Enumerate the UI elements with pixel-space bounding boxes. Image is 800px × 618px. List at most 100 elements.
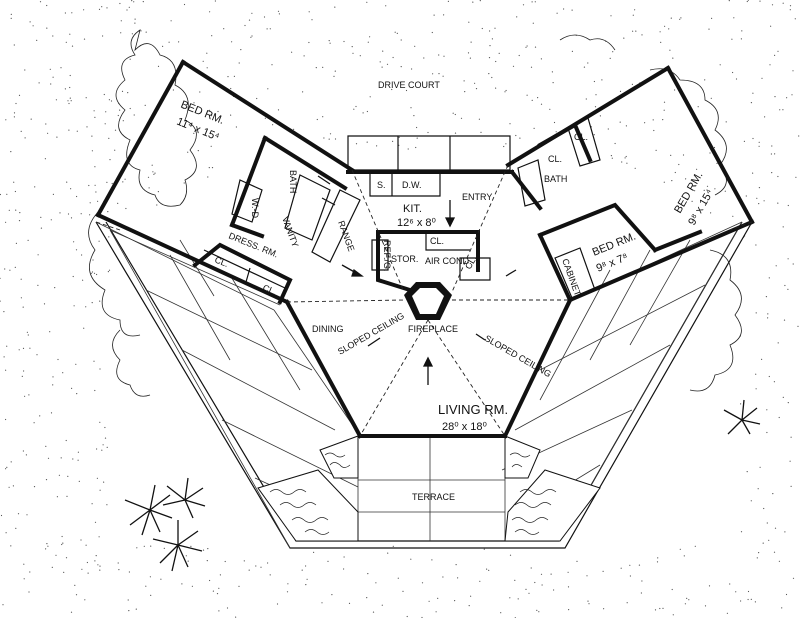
stipple-dot bbox=[46, 4, 48, 7]
stipple-dot bbox=[5, 532, 7, 534]
stipple-dot bbox=[386, 63, 389, 65]
direction-arrows bbox=[341, 200, 517, 385]
stipple-dot bbox=[792, 577, 795, 579]
stipple-dot bbox=[331, 594, 333, 596]
stipple-dot bbox=[94, 521, 97, 523]
stipple-dot bbox=[369, 96, 371, 98]
stipple-dot bbox=[629, 564, 631, 566]
sloped-ceiling-left: SLOPED CEILING bbox=[336, 311, 406, 357]
stipple-dot bbox=[81, 254, 83, 256]
stipple-dot bbox=[778, 560, 781, 562]
stipple-dot bbox=[732, 215, 734, 217]
stipple-dot bbox=[728, 0, 730, 2]
stipple-dot bbox=[160, 578, 162, 580]
stipple-dot bbox=[781, 607, 783, 609]
stipple-dot bbox=[67, 475, 69, 477]
stipple-dot bbox=[58, 474, 61, 476]
entry-label: ENTRY bbox=[462, 192, 492, 202]
stipple-dot bbox=[710, 97, 712, 99]
stipple-dot bbox=[740, 38, 743, 40]
stipple-dot bbox=[69, 86, 71, 89]
stipple-dot bbox=[382, 50, 384, 52]
stipple-dot bbox=[764, 116, 766, 118]
stipple-dot bbox=[641, 34, 643, 36]
stipple-dot bbox=[68, 102, 70, 105]
stipple-dot bbox=[438, 73, 440, 75]
stipple-dot bbox=[230, 87, 232, 90]
stipple-dot bbox=[55, 554, 57, 556]
stipple-dot bbox=[740, 531, 743, 533]
stipple-dot bbox=[743, 140, 746, 142]
refrigerator-label: REF./G. bbox=[382, 240, 392, 272]
stipple-dot bbox=[69, 74, 71, 77]
stipple-dot bbox=[770, 25, 772, 27]
stipple-dot bbox=[71, 387, 73, 389]
stipple-dot bbox=[322, 66, 324, 68]
stipple-dot bbox=[711, 17, 713, 19]
stipple-dot bbox=[540, 58, 543, 60]
stipple-dot bbox=[755, 388, 757, 390]
stipple-dot bbox=[454, 113, 456, 116]
stipple-dot bbox=[10, 17, 12, 19]
stipple-dot bbox=[95, 555, 97, 557]
stipple-dot bbox=[94, 184, 96, 186]
stipple-dot bbox=[632, 14, 634, 16]
stipple-dot bbox=[697, 106, 699, 108]
stipple-dot bbox=[24, 137, 26, 139]
stipple-dot bbox=[185, 555, 187, 557]
kitchen-block bbox=[346, 135, 514, 293]
drive-court-label: DRIVE COURT bbox=[378, 80, 440, 90]
stipple-dot bbox=[106, 504, 108, 506]
stipple-dot bbox=[110, 100, 113, 102]
stipple-dot bbox=[238, 585, 240, 588]
stipple-dot bbox=[503, 145, 505, 148]
stipple-dot bbox=[33, 422, 35, 424]
stipple-dot bbox=[468, 21, 470, 23]
stipple-dot bbox=[797, 325, 799, 327]
stipple-dot bbox=[770, 153, 773, 155]
stipple-dot bbox=[669, 49, 671, 51]
stipple-dot bbox=[576, 560, 578, 563]
stipple-dot bbox=[20, 278, 22, 280]
stipple-dot bbox=[481, 27, 483, 30]
stipple-dot bbox=[333, 75, 335, 77]
stipple-dot bbox=[398, 136, 400, 138]
stipple-dot bbox=[76, 130, 78, 132]
stipple-dot bbox=[534, 581, 536, 584]
stipple-dot bbox=[149, 576, 151, 578]
stipple-dot bbox=[400, 39, 402, 41]
stipple-dot bbox=[17, 513, 20, 515]
stipple-dot bbox=[774, 153, 776, 155]
stipple-dot bbox=[44, 158, 47, 160]
stipple-dot bbox=[143, 545, 145, 547]
stipple-dot bbox=[531, 1, 533, 3]
stipple-dot bbox=[427, 131, 429, 134]
stipple-dot bbox=[65, 557, 68, 559]
stipple-dot bbox=[366, 110, 368, 113]
stipple-dot bbox=[587, 600, 589, 602]
stipple-dot bbox=[117, 202, 119, 204]
stipple-dot bbox=[687, 198, 689, 200]
stipple-dot bbox=[767, 317, 769, 319]
stipple-dot bbox=[99, 421, 101, 423]
stipple-dot bbox=[145, 585, 147, 587]
stipple-dot bbox=[774, 96, 776, 98]
stipple-dot bbox=[392, 545, 394, 547]
stipple-dot bbox=[235, 126, 237, 128]
stipple-dot bbox=[515, 134, 517, 137]
stipple-dot bbox=[385, 5, 387, 7]
stipple-dot bbox=[120, 20, 122, 22]
stipple-dot bbox=[108, 269, 111, 271]
stipple-dot bbox=[63, 571, 65, 574]
stipple-dot bbox=[685, 178, 687, 180]
stipple-dot bbox=[37, 254, 39, 256]
stipple-dot bbox=[556, 12, 558, 14]
stipple-dot bbox=[442, 576, 444, 578]
stipple-dot bbox=[128, 6, 130, 8]
stipple-dot bbox=[94, 560, 96, 562]
stipple-dot bbox=[57, 358, 59, 361]
stipple-dot bbox=[777, 175, 779, 178]
stipple-dot bbox=[682, 154, 685, 156]
stipple-dot bbox=[89, 202, 91, 204]
stipple-dot bbox=[366, 1, 368, 3]
